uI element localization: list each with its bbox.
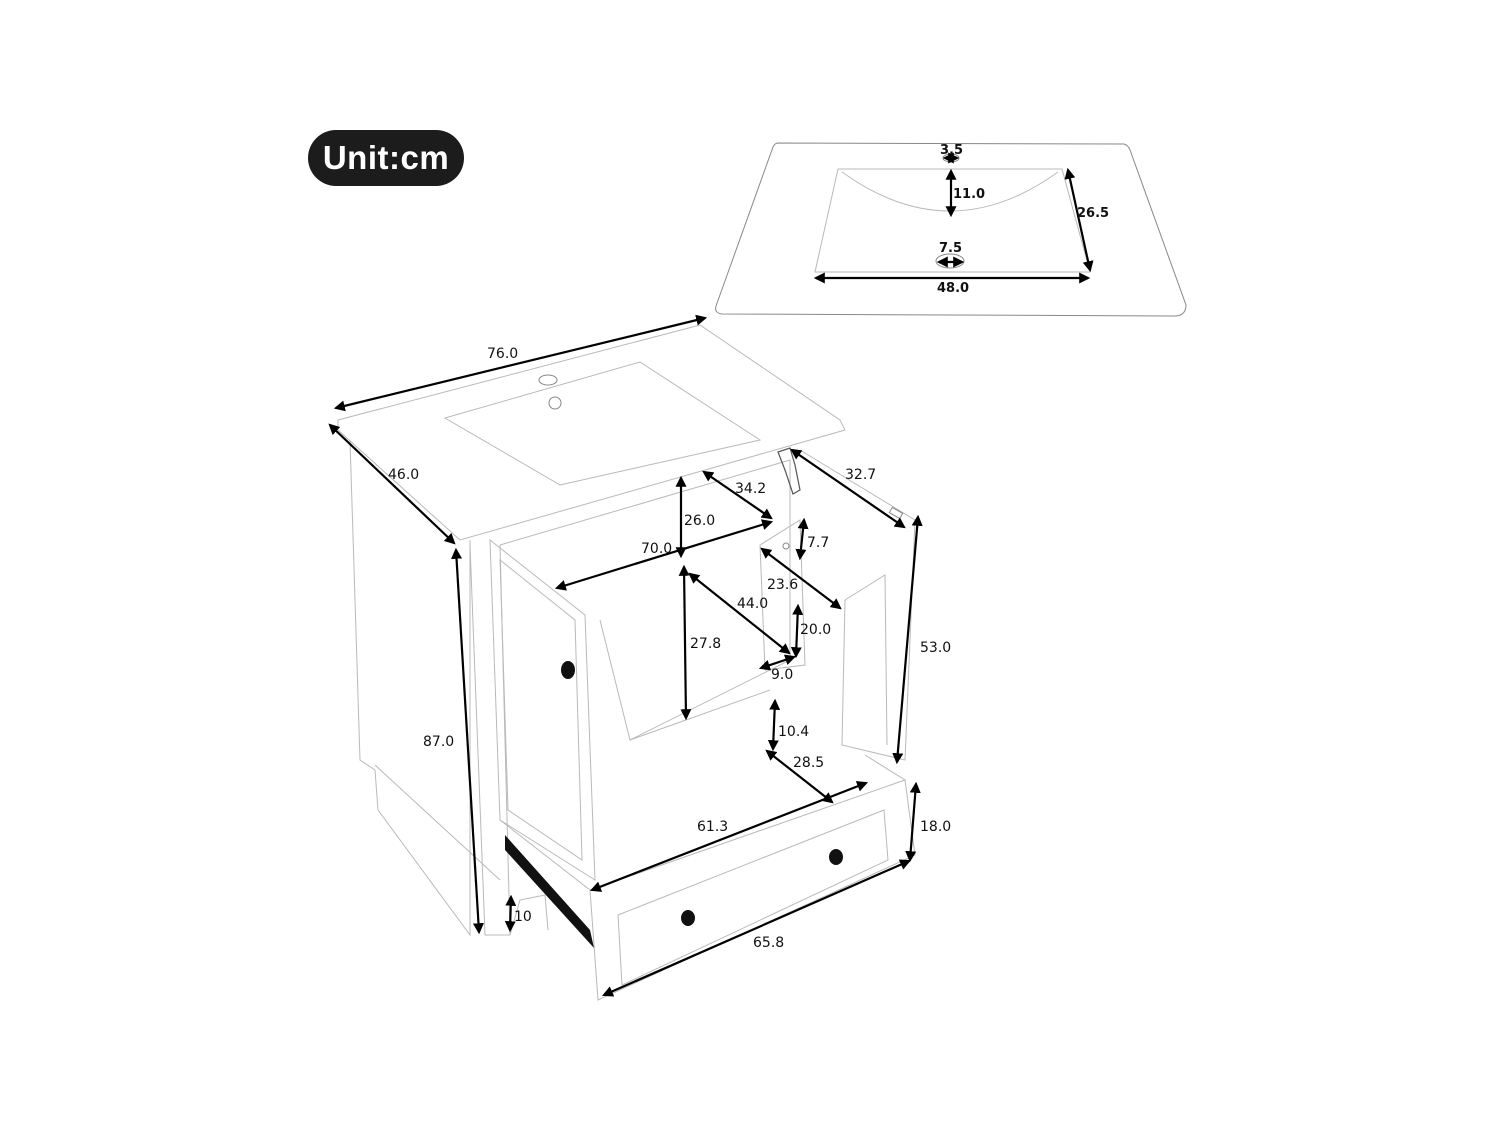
arrow-drawer-inner-width xyxy=(589,781,869,892)
sink-basin xyxy=(443,361,762,486)
side-panel xyxy=(349,439,471,937)
dim-door-height: 53.0 xyxy=(920,640,951,656)
dim-drawer-inner-height: 10.4 xyxy=(778,724,809,740)
vanity-dimension-arrows xyxy=(328,314,923,997)
countertop xyxy=(337,324,846,541)
dim-door-width: 32.7 xyxy=(845,467,876,483)
arrow-inner-depth-top xyxy=(702,470,773,520)
dim-drawer-inner-width: 61.3 xyxy=(697,819,728,835)
dim-inner-depth-top: 34.2 xyxy=(735,481,766,497)
arrow-drawer-inner-height xyxy=(767,698,781,752)
dim-drawer-front-height: 18.0 xyxy=(920,819,951,835)
arrow-inner-width xyxy=(554,519,774,591)
faucet-hole-icon xyxy=(538,374,558,386)
arrow-overall-depth xyxy=(328,423,456,545)
screw-icon xyxy=(782,542,790,550)
dim-drawer-depth: 28.5 xyxy=(793,755,824,771)
vanity-dimension-labels: 76.0 46.0 87.0 34.2 26.0 70.0 32.7 7.7 2… xyxy=(388,346,951,951)
dim-shelf-gap: 7.7 xyxy=(807,535,829,551)
dim-basin-width: 48.0 xyxy=(937,281,969,296)
drawer-knob-left-icon xyxy=(681,910,695,926)
drawer-front xyxy=(589,779,916,1001)
basin-outline xyxy=(814,168,1091,273)
dim-overall-height: 87.0 xyxy=(423,734,454,750)
dim-inner-height-upper: 26.0 xyxy=(684,513,715,529)
drawer-panel xyxy=(617,809,889,986)
arrow-door-height xyxy=(892,514,923,765)
arrow-basin-depth xyxy=(1064,167,1094,273)
dim-shelf-height: 20.0 xyxy=(800,622,831,638)
drawer-slide-rail xyxy=(505,835,594,948)
arrow-shelf-width xyxy=(758,654,797,671)
dim-overall-depth: 46.0 xyxy=(388,467,419,483)
arrow-drawer-front-width xyxy=(601,859,912,997)
dim-inner-depth-lower: 44.0 xyxy=(737,596,768,612)
arrow-door-width xyxy=(790,448,906,529)
dim-shelf-width: 9.0 xyxy=(771,667,793,683)
dim-inner-width: 70.0 xyxy=(641,541,672,557)
dim-toe-kick-height: 10 xyxy=(514,909,532,925)
dim-drain-diameter: 7.5 xyxy=(939,241,962,256)
dim-faucet-hole: 3.5 xyxy=(940,143,963,158)
arrow-overall-height xyxy=(451,547,484,935)
dim-faucet-to-basin: 11.0 xyxy=(953,187,985,202)
countertop-outline xyxy=(715,142,1187,317)
arrow-inner-height-lower xyxy=(678,564,692,721)
door-knob-icon xyxy=(561,661,575,679)
dim-overall-width: 76.0 xyxy=(487,346,518,362)
overflow-icon xyxy=(548,396,562,410)
arrow-shelf-height xyxy=(790,603,804,659)
dim-basin-depth: 26.5 xyxy=(1077,206,1109,221)
right-door xyxy=(799,449,916,761)
arrow-toe-kick xyxy=(504,894,517,933)
dim-shelf-depth: 23.6 xyxy=(767,577,798,593)
arrow-drawer-front-height xyxy=(905,781,921,863)
unit-label: Unit:cm xyxy=(322,139,450,176)
arrow-overall-width xyxy=(333,314,708,412)
sink-top-view: 3.5 11.0 26.5 7.5 48.0 xyxy=(715,142,1187,317)
hinge-icon xyxy=(777,447,801,495)
dim-inner-height-lower: 27.8 xyxy=(690,636,721,652)
unit-badge: Unit:cm xyxy=(308,130,464,186)
vanity-cabinet xyxy=(337,324,916,1001)
drawer-knob-right-icon xyxy=(829,849,843,865)
door-latch-icon xyxy=(888,506,904,520)
left-door xyxy=(489,538,596,881)
dim-drawer-front-width: 65.8 xyxy=(753,935,784,951)
arrow-inner-depth-lower xyxy=(688,572,791,655)
arrow-shelf-depth xyxy=(760,547,842,610)
